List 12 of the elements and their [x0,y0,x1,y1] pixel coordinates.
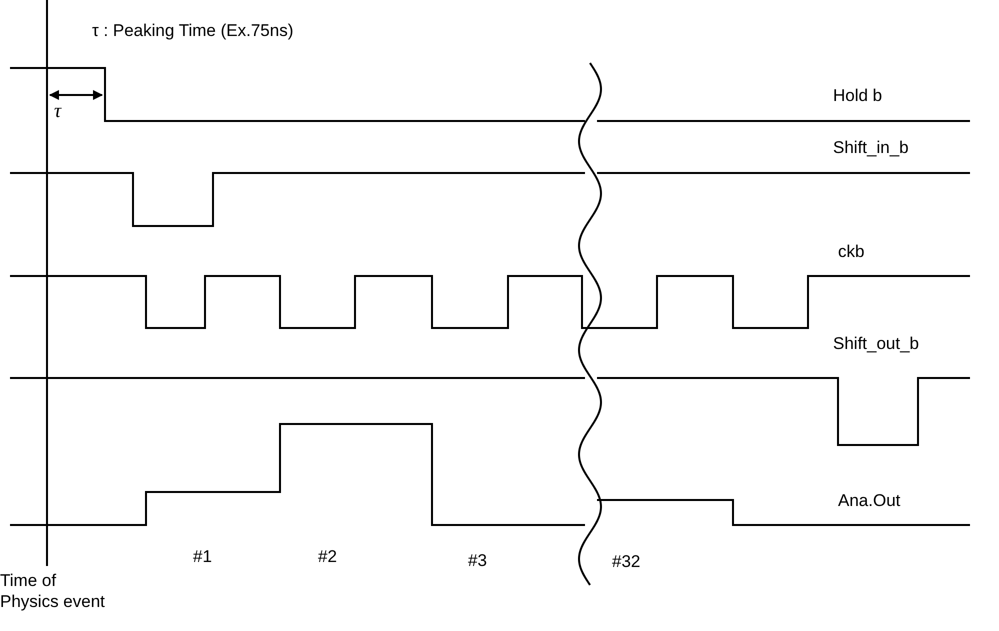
axis-label: Time of Physics event [0,570,105,612]
channel-number: #2 [318,546,337,567]
signal-name: Shift_out_b [833,333,920,354]
note-text: τ : Peaking Time (Ex.75ns) [92,20,294,41]
dimension-label: τ [54,101,62,122]
channel-number: #3 [468,550,487,571]
channel-number: #1 [193,546,212,567]
signal-name: Ana.Out [838,490,900,511]
signal-name: ckb [838,241,864,262]
channel-number: #32 [612,551,640,572]
signal-name: Shift_in_b [833,137,909,158]
signal-name: Hold b [833,85,882,106]
